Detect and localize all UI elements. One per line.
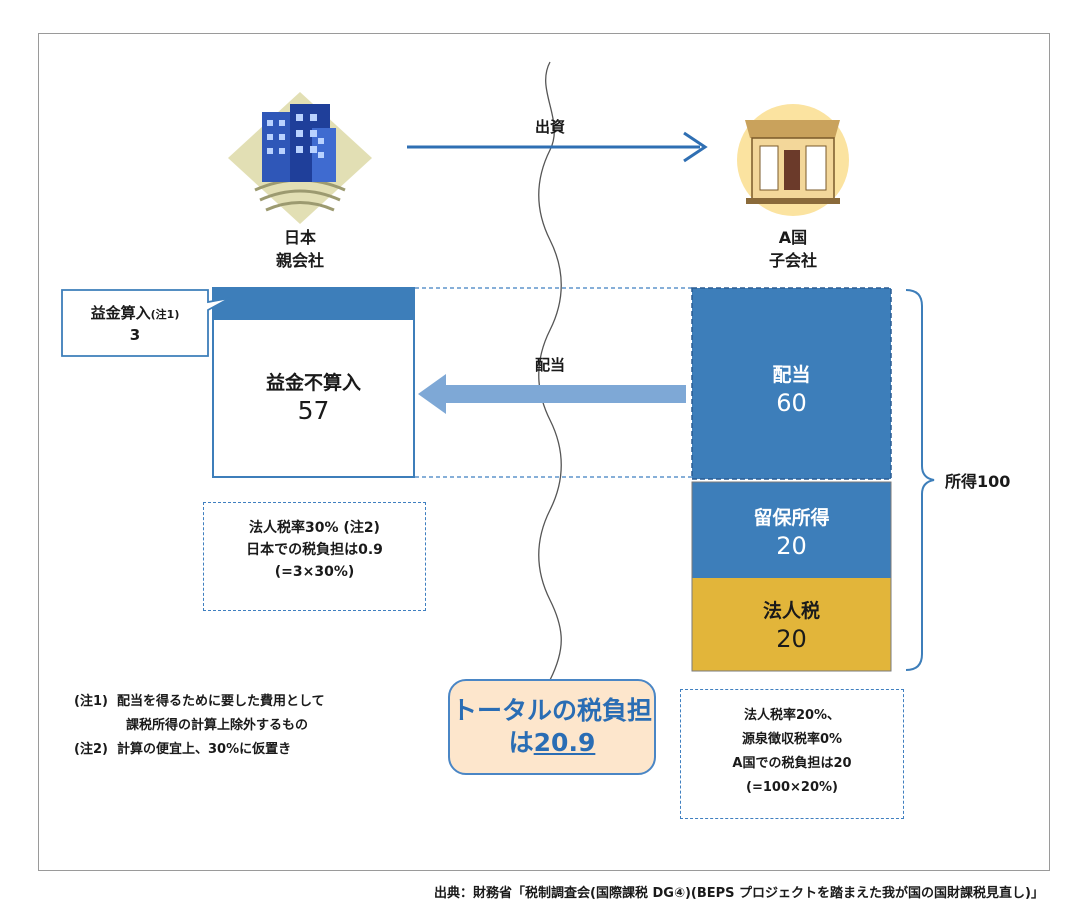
border-wavy-line bbox=[538, 61, 562, 681]
parent-type: 親会社 bbox=[275, 251, 324, 270]
investment-arrow bbox=[407, 131, 708, 163]
parent-label: 日本 親会社 bbox=[265, 226, 335, 272]
income-label: 所得100 bbox=[945, 472, 1011, 491]
note1-line2: 課税所得の計算上除外するもの bbox=[126, 718, 309, 733]
income-brace bbox=[905, 289, 935, 671]
included-callout bbox=[61, 289, 231, 357]
subsidiary-label: A国 子会社 bbox=[758, 226, 828, 272]
parent-country: 日本 bbox=[283, 228, 316, 247]
sub-retained-value: 20 bbox=[776, 532, 807, 560]
sub-dividend-value: 60 bbox=[776, 389, 807, 417]
sub-dividend-segment bbox=[691, 287, 892, 480]
total-tax-box: トータルの税負担 は20.9 bbox=[448, 679, 656, 775]
included-note-tag: (注1) bbox=[150, 308, 180, 321]
parent-included-band bbox=[213, 288, 414, 320]
a-tax-box: 法人税率20%、 源泉徴収税率0% A国での税負担は20 (=100×20%) bbox=[680, 689, 904, 819]
sub-dividend-label: 配当 bbox=[772, 364, 811, 386]
total-prefix: は bbox=[508, 728, 534, 757]
notes: (注1) 配当を得るために要した費用として 課税所得の計算上除外するもの (注2… bbox=[74, 690, 325, 762]
japan-tax-rate: 法人税率30% (注2) bbox=[249, 520, 380, 536]
sub-lower-outline bbox=[691, 481, 892, 672]
note1-tag: (注1) bbox=[74, 694, 108, 709]
a-tax-burden: A国での税負担は20 bbox=[732, 756, 852, 771]
shop-icon bbox=[737, 104, 849, 216]
sub-retained-segment bbox=[692, 482, 891, 578]
sub-tax-label: 法人税 bbox=[762, 600, 820, 622]
subsidiary-country: A国 bbox=[778, 228, 808, 247]
note2-tag: (注2) bbox=[74, 742, 108, 757]
sub-retained-text: 留保所得 20 bbox=[692, 505, 891, 561]
sub-tax-segment bbox=[692, 578, 891, 671]
diagram-frame bbox=[38, 33, 1050, 871]
sub-tax-text: 法人税 20 bbox=[692, 598, 891, 654]
sub-retained-label: 留保所得 bbox=[753, 507, 830, 529]
dividend-arrow bbox=[418, 374, 686, 414]
source-citation: 出典：財務省「税制調査会(国際課税 DG④)(BEPS プロジェクトを踏まえた我… bbox=[434, 886, 1044, 901]
a-tax-formula: (=100×20%) bbox=[746, 780, 838, 795]
a-withholding-rate: 源泉徴収税率0% bbox=[741, 732, 843, 747]
japan-tax-burden: 日本での税負担は0.9 bbox=[246, 542, 383, 558]
sub-tax-value: 20 bbox=[776, 625, 807, 653]
included-title: 益金算入 bbox=[90, 304, 151, 322]
included-callout-text: 益金算入(注1) 3 bbox=[64, 303, 206, 345]
japan-tax-box: 法人税率30% (注2) 日本での税負担は0.9 (=3×30%) bbox=[203, 502, 426, 611]
excluded-label: 益金不算入 bbox=[265, 372, 361, 394]
japan-tax-formula: (=3×30%) bbox=[274, 564, 355, 580]
excluded-value: 57 bbox=[297, 396, 330, 425]
a-corporate-rate: 法人税率20%、 bbox=[743, 708, 841, 723]
note1-line1: 配当を得るために要した費用として bbox=[117, 694, 325, 709]
building-icon bbox=[228, 92, 372, 224]
note2-line1: 計算の便宜上、30%に仮置き bbox=[117, 742, 292, 757]
sub-dividend-text: 配当 60 bbox=[692, 362, 891, 418]
total-label: トータルの税負担 bbox=[451, 696, 652, 725]
total-value: 20.9 bbox=[533, 728, 596, 757]
dividend-flow-label: 配当 bbox=[534, 356, 565, 374]
investment-label: 出資 bbox=[534, 118, 565, 136]
excluded-text: 益金不算入 57 bbox=[213, 370, 414, 426]
subsidiary-type: 子会社 bbox=[768, 251, 817, 270]
included-value: 3 bbox=[129, 326, 141, 344]
